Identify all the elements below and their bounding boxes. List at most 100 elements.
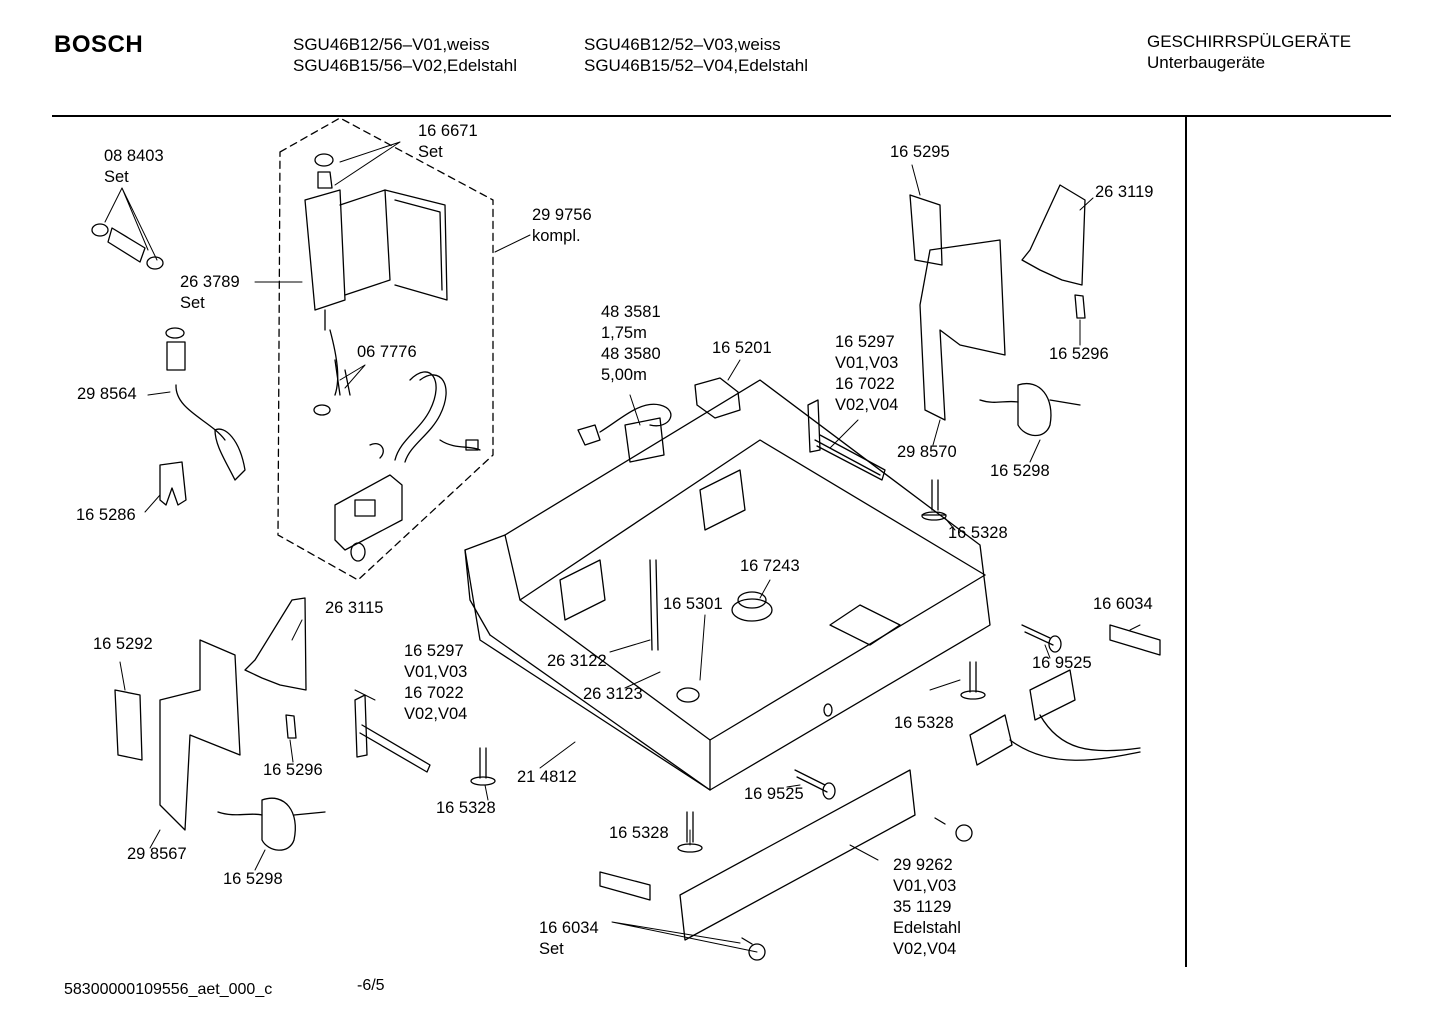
category-line: Unterbaugeräte (1147, 53, 1266, 72)
part-label-line: 16 5292 (93, 635, 153, 653)
part-label: 16 5286 (76, 505, 136, 526)
model-line: SGU46B15/52–V04,Edelstahl (584, 56, 808, 75)
part-label-line: 16 5286 (76, 506, 136, 524)
assembly-boundary (277, 117, 494, 581)
part-label: 16 5328 (894, 713, 954, 734)
part-label: 16 5298 (223, 869, 283, 890)
part-label-line: Edelstahl (893, 919, 961, 937)
leader-lines (104, 141, 1141, 953)
part-label-line: 48 3580 (601, 345, 661, 363)
part-label-line: kompl. (532, 227, 581, 245)
hose-clamp-set (91, 223, 164, 270)
part-label: 26 3123 (583, 684, 643, 705)
page-number: -6/5 (357, 977, 385, 994)
part-label-line: 16 7022 (404, 684, 464, 702)
part-label-line: V02,V04 (404, 705, 468, 723)
base-tub (464, 379, 991, 791)
part-label-line: 26 3119 (1095, 183, 1154, 201)
part-label-line: 16 5298 (990, 462, 1050, 480)
part-label-line: 29 8570 (897, 443, 957, 461)
part-label: 16 5328 (948, 523, 1008, 544)
part-label: 26 3115 (325, 598, 383, 619)
part-label-line: 16 7022 (835, 375, 895, 393)
part-label: 16 5295 (890, 142, 950, 163)
part-label-line: 48 3581 (601, 303, 661, 321)
category-heading: GESCHIRRSPÜLGERÄTE Unterbaugeräte (1147, 31, 1351, 73)
part-label: 26 3122 (547, 651, 607, 672)
part-label-line: 26 3122 (547, 652, 607, 670)
part-label: 16 5298 (990, 461, 1050, 482)
brand-logo: BOSCH (54, 31, 144, 58)
part-label-line: 29 8567 (127, 845, 187, 863)
part-label-line: 21 4812 (517, 768, 577, 786)
model-list-1: SGU46B12/56–V01,weiss SGU46B15/56–V02,Ed… (293, 34, 517, 76)
left-frame-bracket (114, 597, 307, 831)
part-label: 16 5296 (263, 760, 323, 781)
part-label-line: 16 5295 (890, 143, 950, 161)
model-line: SGU46B15/56–V02,Edelstahl (293, 56, 517, 75)
part-label: 16 5292 (93, 634, 153, 655)
part-label-line: 29 9756 (532, 206, 592, 224)
part-label: 26 3119 (1095, 182, 1153, 203)
part-label-line: Set (418, 143, 443, 161)
part-label-line: 29 8564 (77, 385, 137, 403)
part-label: 16 7243 (740, 556, 800, 577)
part-label-line: 16 5296 (263, 761, 323, 779)
part-label-line: 16 5328 (948, 524, 1008, 542)
kick-panel (679, 769, 916, 941)
part-label: 16 5328 (609, 823, 669, 844)
part-label: 16 5328 (436, 798, 496, 819)
header-rule (52, 115, 1391, 117)
valve-bracket (334, 474, 403, 562)
inlet-valve (304, 153, 448, 416)
model-line: SGU46B12/56–V01,weiss (293, 35, 490, 54)
model-list-2: SGU46B12/52–V03,weiss SGU46B15/52–V04,Ed… (584, 34, 808, 76)
power-cable (577, 403, 672, 463)
document-id: 58300000109556_aet_000_c (64, 981, 273, 998)
part-label: 21 4812 (517, 767, 577, 788)
door-spring-left (354, 694, 431, 773)
part-label-line: 16 6034 (1093, 595, 1153, 613)
part-label-line: 26 3789 (180, 273, 240, 291)
screw-parts (470, 479, 1062, 961)
part-label-line: V02,V04 (893, 940, 957, 958)
part-label-line: 16 5328 (609, 824, 669, 842)
part-label-line: 16 5297 (835, 333, 895, 351)
part-label-line: 26 3115 (325, 599, 384, 617)
part-label: 16 5296 (1049, 344, 1109, 365)
part-label-line: 16 6671 (418, 122, 478, 140)
part-label-line: 16 5328 (894, 714, 954, 732)
part-label-line: V01,V03 (893, 877, 957, 895)
part-label: 16 6034 (1093, 594, 1153, 615)
terminal-strip (599, 871, 651, 901)
cable-harness (969, 669, 1141, 766)
part-label-line: 1,75m (601, 324, 647, 342)
part-label-line: 26 3123 (583, 685, 643, 703)
connector-block (694, 377, 741, 419)
part-label: 16 5301 (663, 594, 723, 615)
side-rule (1185, 117, 1187, 967)
part-label-line: 16 5298 (223, 870, 283, 888)
clip-part (159, 461, 187, 506)
part-label-line: 16 5328 (436, 799, 496, 817)
part-label-line: 35 1129 (893, 898, 952, 916)
part-label: 29 8567 (127, 844, 187, 865)
part-label: 16 9525 (744, 784, 804, 805)
part-label: 29 8570 (897, 442, 957, 463)
part-label-line: 06 7776 (357, 343, 417, 361)
part-label-line: 16 7243 (740, 557, 800, 575)
part-label-line: 16 9525 (1032, 654, 1092, 672)
part-label-line: Set (180, 294, 205, 312)
part-label-line: 16 9525 (744, 785, 804, 803)
category-line: GESCHIRRSPÜLGERÄTE (1147, 32, 1352, 51)
part-label-line: 16 6034 (539, 919, 599, 937)
part-label-line: 16 5301 (663, 595, 723, 613)
terminal-strip (1109, 624, 1161, 656)
